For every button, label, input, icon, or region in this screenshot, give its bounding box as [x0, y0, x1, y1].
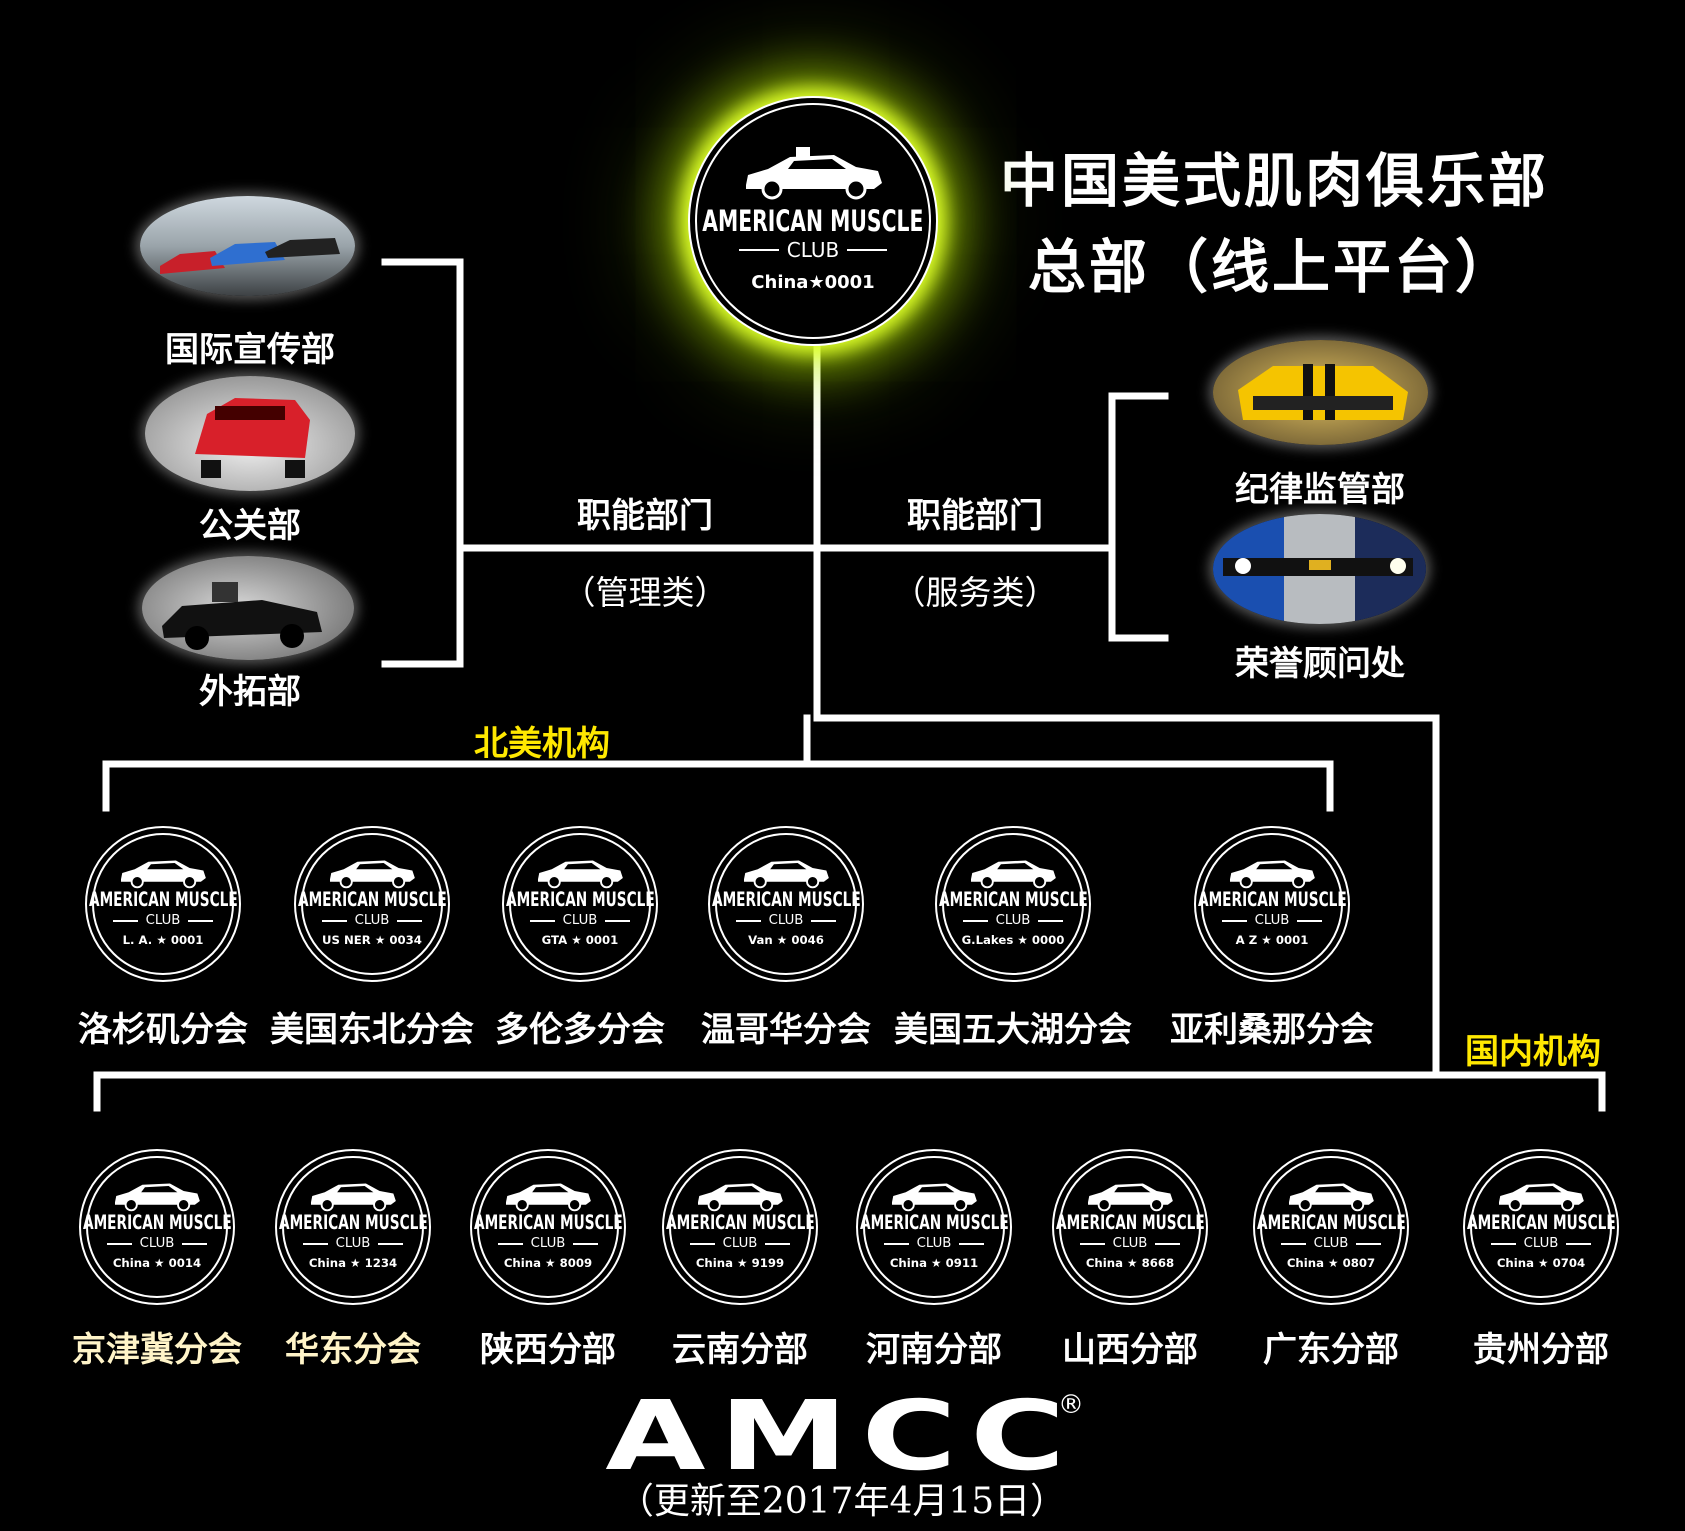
dept-label-discipline: 纪律监管部: [1235, 470, 1405, 510]
branch-label: 华东分会: [285, 1330, 421, 1370]
branch-label: 多伦多分会: [495, 1010, 665, 1050]
functional-left-label: 职能部门: [577, 496, 713, 536]
branch-badge-name: AMERICAN MUSCLE: [711, 888, 861, 912]
branch-label: 河南分部: [866, 1330, 1002, 1370]
amcc-logo-text: AMCC: [605, 1380, 1079, 1492]
functional-right-sub: （服务类）: [892, 573, 1058, 612]
dept-photo-discipline: [1213, 340, 1428, 445]
dept-label-outreach: 外拓部: [199, 672, 301, 712]
branch-badge-name: AMERICAN MUSCLE: [297, 888, 447, 912]
functional-left-sub: （管理类）: [562, 573, 728, 612]
branch-label: 陕西分部: [480, 1330, 616, 1370]
branch-badge-name: AMERICAN MUSCLE: [1197, 888, 1347, 912]
dept-label-honor: 荣誉顾问处: [1235, 644, 1405, 684]
branch-label: 广东分部: [1263, 1330, 1399, 1370]
branch-badge-name: AMERICAN MUSCLE: [1256, 1211, 1406, 1235]
branch-label: 温哥华分会: [701, 1010, 871, 1050]
hq-badge-name: AMERICAN MUSCLE: [702, 203, 924, 238]
updated-date: （更新至2017年4月15日）: [617, 1481, 1067, 1522]
branch-badge-name: AMERICAN MUSCLE: [473, 1211, 623, 1235]
branch-label: 山西分部: [1062, 1330, 1198, 1370]
dept-photo-honor: [1213, 514, 1426, 624]
branch-badge-name: AMERICAN MUSCLE: [82, 1211, 232, 1235]
branch-badge-name: AMERICAN MUSCLE: [665, 1211, 815, 1235]
north-america-label: 北美机构: [474, 724, 610, 764]
dept-label-pr: 公关部: [199, 506, 301, 546]
branch-label: 亚利桑那分会: [1170, 1010, 1374, 1050]
branch-label: 贵州分部: [1473, 1330, 1609, 1370]
dept-photo-outreach: [142, 556, 354, 660]
branch-badge-name: AMERICAN MUSCLE: [278, 1211, 428, 1235]
branch-badge-name: AMERICAN MUSCLE: [859, 1211, 1009, 1235]
branch-label: 京津冀分会: [72, 1330, 242, 1370]
branch-label: 云南分部: [672, 1330, 808, 1370]
page-title-line1: 中国美式肌肉俱乐部: [1000, 147, 1550, 215]
branch-badge-name: AMERICAN MUSCLE: [505, 888, 655, 912]
dept-photo-pr: [145, 376, 355, 491]
page-title-line2: 总部（线上平台）: [1028, 233, 1517, 301]
functional-right-label: 职能部门: [907, 496, 1043, 536]
hq-badge: AMERICAN MUSCLE CLUB China★0001: [688, 96, 938, 346]
branch-label: 美国东北分会: [270, 1010, 474, 1050]
branch-badge-name: AMERICAN MUSCLE: [1055, 1211, 1205, 1235]
domestic-label: 国内机构: [1465, 1032, 1601, 1072]
branch-label: 洛杉矶分会: [78, 1010, 248, 1050]
dept-label-international: 国际宣传部: [165, 330, 335, 370]
registered-mark: ®: [1058, 1390, 1084, 1420]
dept-photo-international: [140, 196, 355, 296]
branch-badge-name: AMERICAN MUSCLE: [938, 888, 1088, 912]
branch-badge-name: AMERICAN MUSCLE: [1466, 1211, 1616, 1235]
branch-label: 美国五大湖分会: [894, 1010, 1132, 1050]
branch-badge-name: AMERICAN MUSCLE: [88, 888, 238, 912]
